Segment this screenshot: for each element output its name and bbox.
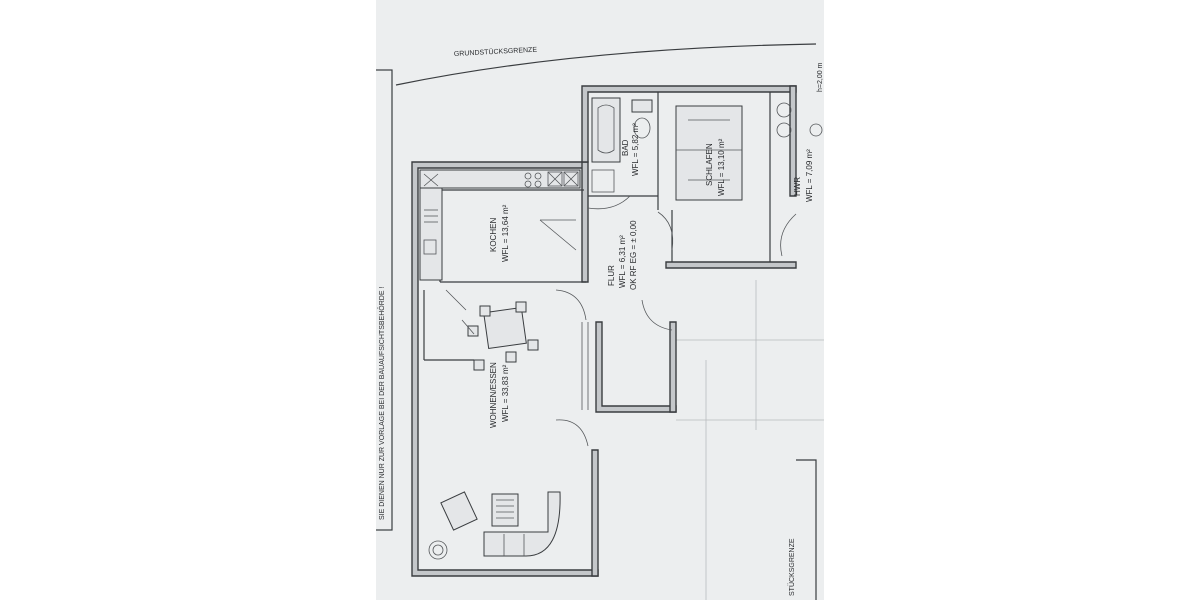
room-schlafen-area: WFL = 13,10 m² [717, 138, 726, 196]
side-note-frame [376, 69, 393, 531]
property-boundary-top-label: GRUNDSTÜCKSGRENZE [454, 46, 538, 58]
bathroom-fixtures [591, 97, 653, 193]
room-bad: BAD WFL = 5,82 m² [621, 123, 640, 176]
room-hwr-area: WFL = 7,09 m² [805, 149, 814, 202]
room-kochen-area: WFL = 13,64 m² [501, 204, 510, 262]
room-flur-name: FLUR [607, 265, 616, 286]
room-hwr: HWR WFL = 7,09 m² [793, 149, 814, 202]
bedroom-furniture [675, 105, 743, 201]
floor-plan-sheet: SIE DIENEN NUR ZUR VORLAGE BEI DER BAUAU… [376, 0, 824, 600]
property-boundary-bottom-label: STÜCKSGRENZE [788, 538, 796, 596]
exterior-walls [411, 85, 797, 577]
room-wohnen: WOHNEN/ESSEN WFL = 33,83 m² [489, 362, 510, 428]
kitchen-fixtures [419, 169, 581, 281]
room-schlafen-name: SCHLAFEN [705, 143, 714, 186]
height-label: h=2,00 m [817, 62, 824, 92]
living-furniture [428, 491, 561, 560]
room-flur: FLUR WFL = 6,31 m² OK RF EG = ± 0,00 [607, 220, 638, 290]
side-note-text: SIE DIENEN NUR ZUR VORLAGE BEI DER BAUAU… [378, 287, 386, 520]
room-kochen-name: KOCHEN [489, 218, 498, 252]
room-bad-name: BAD [621, 139, 630, 156]
dining-set [445, 289, 539, 371]
room-schlafen: SCHLAFEN WFL = 13,10 m² [705, 138, 726, 196]
room-flur-area: WFL = 6,31 m² [618, 235, 627, 288]
room-flur-level: OK RF EG = ± 0,00 [629, 220, 638, 290]
neighbor-outline [796, 459, 817, 600]
floor-plan-drawing: SIE DIENEN NUR ZUR VORLAGE BEI DER BAUAU… [376, 43, 824, 600]
room-bad-area: WFL = 5,82 m² [631, 123, 640, 176]
property-boundary-top [395, 43, 817, 86]
background-marks [676, 280, 824, 600]
room-kochen: KOCHEN WFL = 13,64 m² [489, 204, 510, 262]
room-wohnen-name: WOHNEN/ESSEN [489, 362, 498, 428]
room-hwr-name: HWR [793, 177, 802, 196]
hwr-fixtures [776, 102, 823, 138]
door-swings [539, 195, 797, 447]
room-wohnen-area: WFL = 33,83 m² [501, 364, 510, 422]
